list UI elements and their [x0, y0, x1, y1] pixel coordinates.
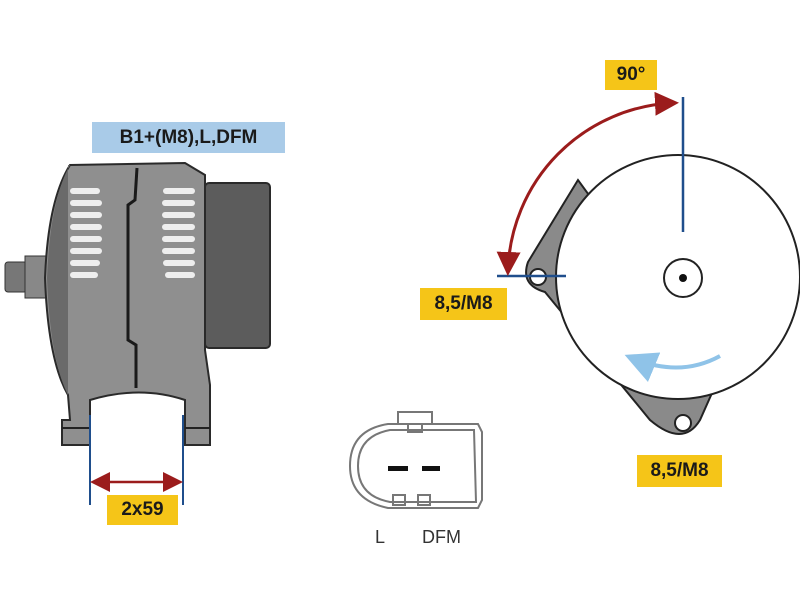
pin-l	[388, 466, 408, 471]
angle-label: 90°	[605, 60, 657, 90]
housing-split-line	[126, 167, 139, 388]
rectifier-cover	[204, 182, 271, 349]
mount-left-label: 8,5/M8	[420, 288, 507, 320]
alternator-side-view	[4, 161, 271, 505]
mount-bottom-label: 8,5/M8	[637, 455, 722, 487]
angle-arc-arrow	[496, 91, 679, 276]
connections-label: B1+(M8),L,DFM	[92, 122, 285, 153]
pin-dfm	[422, 466, 440, 471]
pulley-shaft	[4, 261, 28, 293]
plug-pin-l-label: L	[375, 527, 386, 547]
connector-plug	[348, 411, 483, 509]
foot-spacing-label: 2x59	[107, 495, 178, 525]
alternator-front-view	[496, 91, 800, 435]
rotation-arrow	[624, 352, 721, 382]
vent-slots	[70, 188, 195, 278]
plug-pin-dfm-label: DFM	[422, 527, 461, 547]
mount-hole-bottom	[674, 414, 692, 432]
